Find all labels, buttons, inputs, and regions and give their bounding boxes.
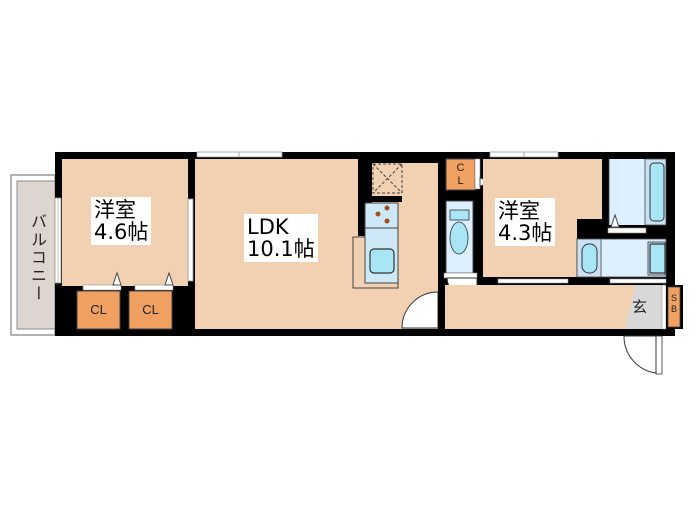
stove-burner-icon [384,205,390,211]
closet-3 [445,158,476,191]
balcony-label: バルコニー [28,213,47,303]
toilet-icon [449,221,469,255]
shoe-box [667,286,681,328]
shoe-box-label: S B [670,293,677,314]
room-name: 洋室 [498,199,540,223]
bathtub-icon [649,162,665,222]
western-room-2-label: 洋室 4.3帖 [495,198,556,247]
toilet-tank-icon [449,209,470,221]
ventilation-icon [372,163,403,194]
balcony [16,180,56,330]
room-size: 4.3帖 [498,221,553,246]
entrance-label: 玄 [632,298,648,316]
closet-3-label: C L [456,162,465,187]
room-size: 4.6帖 [94,220,149,245]
sink-icon [369,248,395,274]
washing-machine-icon [649,243,666,274]
western-room-1-label: 洋室 4.6帖 [91,197,152,246]
closet-1 [76,290,121,330]
room-name: LDK [247,215,289,239]
closet-1-label: CL [90,302,107,317]
closet-2 [128,290,173,330]
washbasin-icon [581,243,598,274]
ldk-door [401,291,439,329]
closet-2-label: CL [142,302,159,317]
room-size: 10.1帖 [247,237,315,262]
room-name: 洋室 [94,198,136,222]
entrance-floor [625,285,666,329]
front-door [623,335,657,374]
ldk-label: LDK 10.1帖 [244,214,318,263]
